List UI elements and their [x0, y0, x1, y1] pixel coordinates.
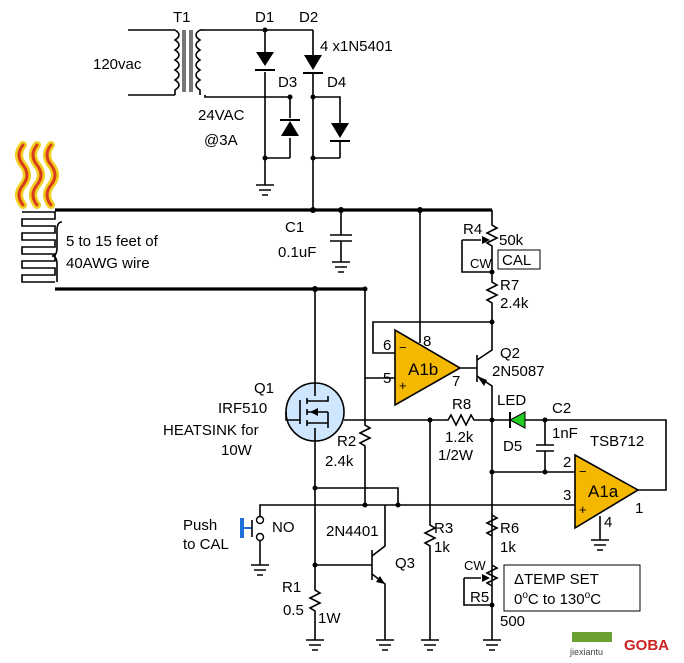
- transistor-q2: Q2 2N5087: [460, 322, 545, 640]
- led-label: LED: [497, 392, 526, 409]
- secondary-current: @3A: [204, 132, 238, 149]
- d2-symbol: [304, 55, 322, 70]
- svg-text:−: −: [399, 340, 407, 355]
- d1-label: D1: [255, 9, 274, 26]
- c2-value: 1nF: [552, 425, 578, 442]
- ground-bridge: [256, 184, 274, 196]
- t1-label: T1: [173, 9, 191, 26]
- q3-part: 2N4401: [326, 523, 379, 540]
- no-label: NO: [272, 519, 295, 536]
- heater-length: 5 to 15 feet of: [66, 233, 159, 250]
- r6-label: R6: [500, 520, 519, 537]
- r2-label: R2: [337, 433, 356, 450]
- capacitor-c1: C1 0.1uF: [278, 210, 352, 273]
- r5-value: 500: [500, 613, 525, 630]
- svg-text:+: +: [399, 378, 407, 393]
- resistor-r5: CW R5 500: [463, 558, 525, 651]
- transformer-t1: T1 120vac: [93, 9, 290, 98]
- r2-value: 2.4k: [325, 453, 354, 470]
- a1b-pin7: 7: [452, 373, 460, 390]
- a1a-pin1: 1: [635, 500, 643, 517]
- a1a-pin2: 2: [563, 454, 571, 471]
- push-label: Push: [183, 517, 217, 534]
- a1a-pin4: 4: [604, 514, 612, 531]
- resistor-r2: R2 2.4k: [312, 378, 401, 508]
- r8-power: 1/2W: [438, 447, 474, 464]
- led-d5: LED D5: [497, 392, 667, 491]
- temp-range: 0oC to 130oC: [514, 590, 601, 608]
- t1-input-label: 120vac: [93, 56, 142, 73]
- r3-label: R3: [434, 520, 453, 537]
- watermark-site: jiexiantu: [569, 647, 603, 657]
- q1-power: 10W: [221, 442, 253, 459]
- q1-part: IRF510: [218, 400, 267, 417]
- r3-value: 1k: [434, 539, 450, 556]
- resistor-r4: R4 50k CAL CW: [461, 210, 541, 275]
- r5-label: R5: [470, 589, 489, 606]
- pushbutton-actuator: [240, 518, 244, 538]
- d2-label: D2: [299, 9, 318, 26]
- d3-label: D3: [278, 74, 297, 91]
- r1-power: 1W: [318, 610, 341, 627]
- watermark: jiexiantu GOBA: [569, 632, 669, 657]
- a1b-label: A1b: [408, 360, 438, 379]
- heater-gauge: 40AWG wire: [66, 255, 150, 272]
- q2-part: 2N5087: [492, 363, 545, 380]
- r7-label: R7: [500, 277, 519, 294]
- r4-value: 50k: [499, 232, 524, 249]
- d4-symbol: [331, 123, 349, 138]
- opamp-a1a: TSB712 A1a − + 2 3 4 1: [259, 433, 644, 551]
- r6-value: 1k: [500, 539, 516, 556]
- r1-label: R1: [282, 579, 301, 596]
- d5-label: D5: [503, 438, 522, 455]
- heater-wire: [21, 211, 56, 283]
- q2-label: Q2: [500, 345, 520, 362]
- a1a-part: TSB712: [590, 433, 644, 450]
- r4-cal-label: CAL: [502, 252, 531, 269]
- c1-label: C1: [285, 219, 304, 236]
- a1b-pin8: 8: [423, 333, 431, 350]
- r7-value: 2.4k: [500, 295, 529, 312]
- c1-value: 0.1uF: [278, 244, 316, 261]
- c2-label: C2: [552, 400, 571, 417]
- resistor-r8: R8 1.2k 1/2W: [427, 396, 510, 464]
- transistor-q3: 2N4401 Q3: [312, 505, 415, 651]
- d1-symbol: [256, 52, 274, 66]
- a1b-pin6: 6: [383, 337, 391, 354]
- r4-label: R4: [463, 221, 482, 238]
- resistor-r6: R6 1k: [485, 514, 519, 556]
- resistor-r7: R7 2.4k: [485, 265, 529, 325]
- temp-set-title: ΔTEMP SET: [514, 571, 599, 588]
- temp-set-box: ΔTEMP SET 0oC to 130oC: [503, 564, 641, 612]
- bridge-rectifier: D1 D2 4 x1N5401 D3 D4 24VAC @3A: [198, 9, 393, 210]
- a1a-pin3: 3: [563, 487, 571, 504]
- r8-label: R8: [452, 396, 471, 413]
- r8-value: 1.2k: [445, 429, 474, 446]
- q1-label: Q1: [254, 380, 274, 397]
- cal-label: to CAL: [183, 536, 229, 553]
- secondary-voltage: 24VAC: [198, 107, 245, 124]
- resistor-r1: R1 0.5 1W: [282, 570, 341, 651]
- r1-value: 0.5: [283, 602, 304, 619]
- watermark-logo: GOBA: [624, 637, 669, 654]
- d3-symbol: [281, 121, 299, 136]
- mosfet-q1: Q1 IRF510 HEATSINK for 10W: [163, 289, 430, 570]
- svg-text:−: −: [579, 464, 587, 479]
- d4-label: D4: [327, 74, 346, 91]
- q1-heatsink: HEATSINK for: [163, 422, 259, 439]
- svg-text:+: +: [579, 502, 587, 517]
- resistor-r3: R3 1k: [421, 420, 453, 651]
- r5-cw-label: CW: [464, 558, 486, 573]
- a1a-label: A1a: [588, 482, 619, 501]
- pushbutton-cal[interactable]: Push to CAL NO: [183, 515, 295, 576]
- capacitor-c2: C2 1nF: [536, 400, 578, 475]
- r4-cw-label: CW: [470, 256, 492, 271]
- q3-label: Q3: [395, 555, 415, 572]
- diode-part-label: 4 x1N5401: [320, 38, 393, 55]
- heater-element: 5 to 15 feet of 40AWG wire: [15, 141, 159, 283]
